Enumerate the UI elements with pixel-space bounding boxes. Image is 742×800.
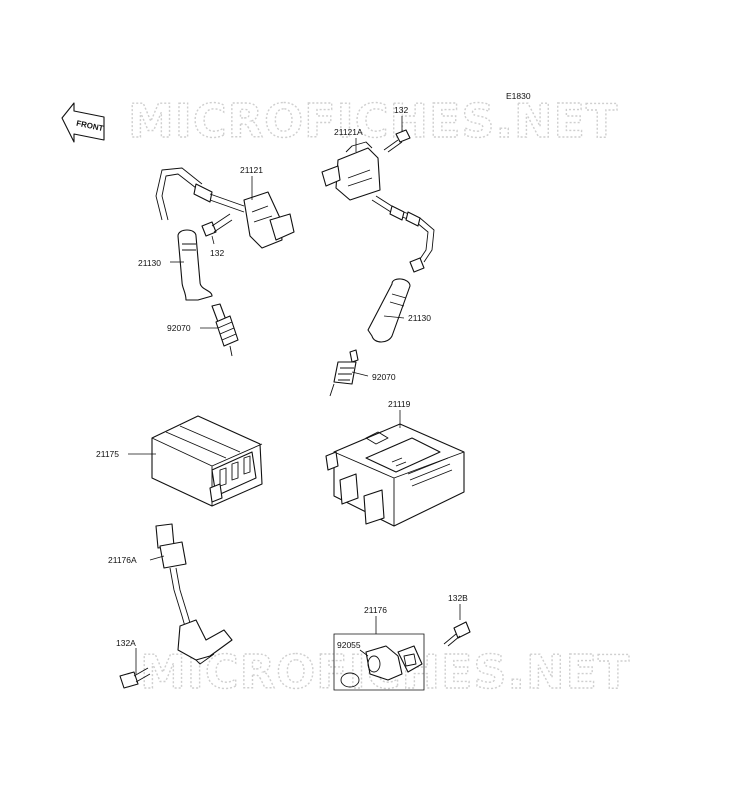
label-92070-left: 92070 bbox=[167, 323, 191, 333]
watermark-top: MICROFICHES.NET bbox=[128, 94, 618, 148]
label-21176: 21176 bbox=[364, 605, 387, 615]
label-21130-left: 21130 bbox=[138, 258, 161, 268]
spark-plug-left bbox=[211, 303, 239, 357]
plug-cap-left bbox=[177, 229, 213, 301]
plug-cap-right bbox=[367, 278, 411, 343]
label-132A: 132A bbox=[116, 638, 136, 648]
front-arrow-icon: FRONT bbox=[61, 102, 105, 143]
crank-sensor bbox=[155, 523, 233, 665]
ignition-coil-right bbox=[321, 141, 435, 273]
bolt-132B bbox=[443, 621, 471, 647]
label-92055: 92055 bbox=[337, 640, 361, 650]
ignition-coil-left bbox=[155, 167, 295, 249]
bolt-132-top bbox=[383, 129, 411, 153]
label-21121: 21121 bbox=[240, 165, 263, 175]
ecu-unit bbox=[325, 423, 465, 527]
label-21176A: 21176A bbox=[108, 555, 137, 565]
label-92070-right: 92070 bbox=[372, 372, 396, 382]
bolt-132A bbox=[119, 667, 151, 689]
label-132-top: 132 bbox=[394, 105, 408, 115]
label-132-left: 132 bbox=[210, 248, 224, 258]
spark-plug-right bbox=[329, 349, 359, 397]
leader-lines bbox=[128, 116, 461, 674]
label-21175: 21175 bbox=[96, 449, 119, 459]
cam-sensor bbox=[340, 645, 423, 688]
cdi-unit bbox=[151, 415, 263, 507]
label-21121A: 21121A bbox=[334, 127, 363, 137]
bolt-132-left bbox=[201, 213, 233, 237]
cam-sensor-box bbox=[333, 633, 425, 691]
label-21119: 21119 bbox=[388, 399, 411, 409]
label-21130-right: 21130 bbox=[408, 313, 431, 323]
diagram-code: E1830 bbox=[506, 91, 531, 101]
label-132B: 132B bbox=[448, 593, 468, 603]
